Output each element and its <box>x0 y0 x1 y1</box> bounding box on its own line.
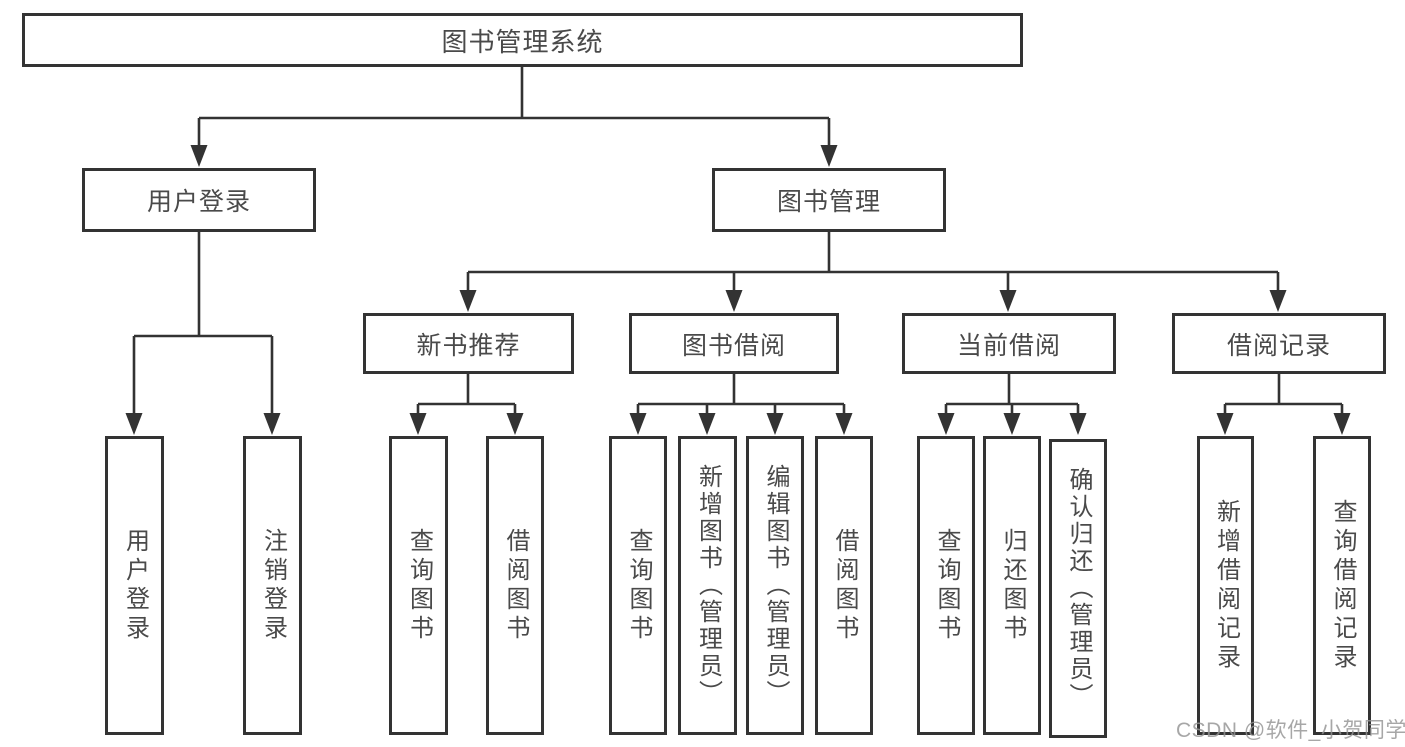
connector-book-borrow-group <box>636 373 846 414</box>
leaf-user-login: 用户登录 <box>105 436 164 735</box>
node-new-book-recommend: 新书推荐 <box>363 313 574 374</box>
leaf-borrow-books-recommend: 借阅图书 <box>486 436 544 735</box>
arrowheads <box>125 145 1351 435</box>
node-user-login: 用户登录 <box>82 168 316 232</box>
leaf-logout: 注销登录 <box>243 436 302 735</box>
leaf-query-books-borrow: 查询图书 <box>609 436 667 735</box>
connector-book-mgmt-to-level3 <box>466 231 1280 290</box>
node-current-borrow: 当前借阅 <box>902 313 1116 374</box>
node-book-borrow: 图书借阅 <box>629 313 839 374</box>
node-book-management: 图书管理 <box>712 168 946 232</box>
leaf-edit-book-admin: 编辑图书（管理员） <box>746 436 804 735</box>
connector-user-login-group <box>132 231 274 414</box>
leaf-borrow-books: 借阅图书 <box>815 436 873 735</box>
leaf-add-borrow-record: 新增借阅记录 <box>1197 436 1254 735</box>
leaf-query-books-current: 查询图书 <box>917 436 975 735</box>
leaf-query-borrow-record: 查询借阅记录 <box>1313 436 1371 735</box>
connector-current-borrow-group <box>944 373 1080 414</box>
leaf-return-book: 归还图书 <box>983 436 1041 735</box>
leaf-query-books-recommend: 查询图书 <box>389 436 448 735</box>
leaf-add-book-admin: 新增图书（管理员） <box>678 436 737 735</box>
leaf-confirm-return-admin: 确认归还（管理员） <box>1049 439 1107 738</box>
connector-root-to-level2 <box>197 67 831 146</box>
watermark-text: CSDN @软件_小贺同学 <box>1176 719 1405 742</box>
node-borrow-records: 借阅记录 <box>1172 313 1386 374</box>
connector-new-book-group <box>416 373 517 414</box>
node-library-system: 图书管理系统 <box>22 13 1023 67</box>
connector-borrow-records-group <box>1223 373 1344 414</box>
